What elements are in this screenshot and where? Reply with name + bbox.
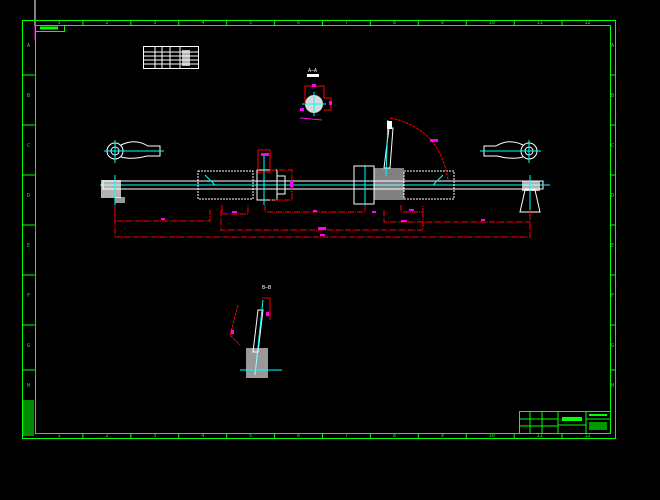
row-label-G: G	[27, 343, 30, 349]
row-label-D: D	[611, 193, 614, 199]
column-label-5: 5	[249, 433, 252, 439]
section-view-a	[299, 74, 332, 121]
column-label-10: 10	[489, 433, 495, 439]
row-label-A: A	[27, 43, 30, 49]
row-label-D: D	[27, 193, 30, 199]
column-label-2: 2	[105, 433, 108, 439]
column-label-6: 6	[297, 20, 300, 26]
row-label-B: B	[27, 93, 30, 99]
section-label-top: A—A	[308, 68, 317, 74]
column-label-4: 4	[201, 433, 204, 439]
drawing-number-box	[35, 25, 65, 32]
revision-block	[23, 400, 34, 436]
column-label-2: 2	[105, 20, 108, 26]
outer-border	[22, 20, 616, 439]
parts-table	[143, 46, 199, 69]
column-label-11: 11	[537, 20, 543, 26]
drawing-number-text	[40, 26, 58, 30]
title-block	[519, 411, 611, 434]
column-label-8: 8	[393, 20, 396, 26]
tie-rod-end-right	[480, 140, 541, 163]
column-label-11: 11	[537, 433, 543, 439]
column-label-7: 7	[345, 20, 348, 26]
row-label-H: H	[611, 383, 614, 389]
row-label-H: H	[27, 383, 30, 389]
column-label-3: 3	[153, 20, 156, 26]
column-label-8: 8	[393, 433, 396, 439]
tie-rod-end-left	[104, 140, 164, 163]
column-label-4: 4	[201, 20, 204, 26]
row-label-E: E	[611, 243, 614, 249]
column-label-9: 9	[441, 20, 444, 26]
steering-rack-assembly	[100, 117, 550, 238]
column-label-12: 12	[585, 20, 591, 26]
drawing-frame	[22, 0, 616, 439]
column-label-5: 5	[249, 20, 252, 26]
row-label-G: G	[611, 343, 614, 349]
row-label-F: F	[611, 293, 614, 299]
column-label-3: 3	[153, 433, 156, 439]
row-label-C: C	[27, 143, 30, 149]
column-label-12: 12	[585, 433, 591, 439]
column-label-1: 1	[57, 20, 60, 26]
column-label-7: 7	[345, 433, 348, 439]
section-view-b	[229, 297, 282, 378]
column-label-10: 10	[489, 20, 495, 26]
row-label-E: E	[27, 243, 30, 249]
column-label-1: 1	[57, 433, 60, 439]
column-label-9: 9	[441, 433, 444, 439]
row-label-F: F	[27, 293, 30, 299]
column-label-6: 6	[297, 433, 300, 439]
row-label-C: C	[611, 143, 614, 149]
section-label-lower: B—B	[262, 285, 271, 291]
row-label-A: A	[611, 43, 614, 49]
row-label-B: B	[611, 93, 614, 99]
